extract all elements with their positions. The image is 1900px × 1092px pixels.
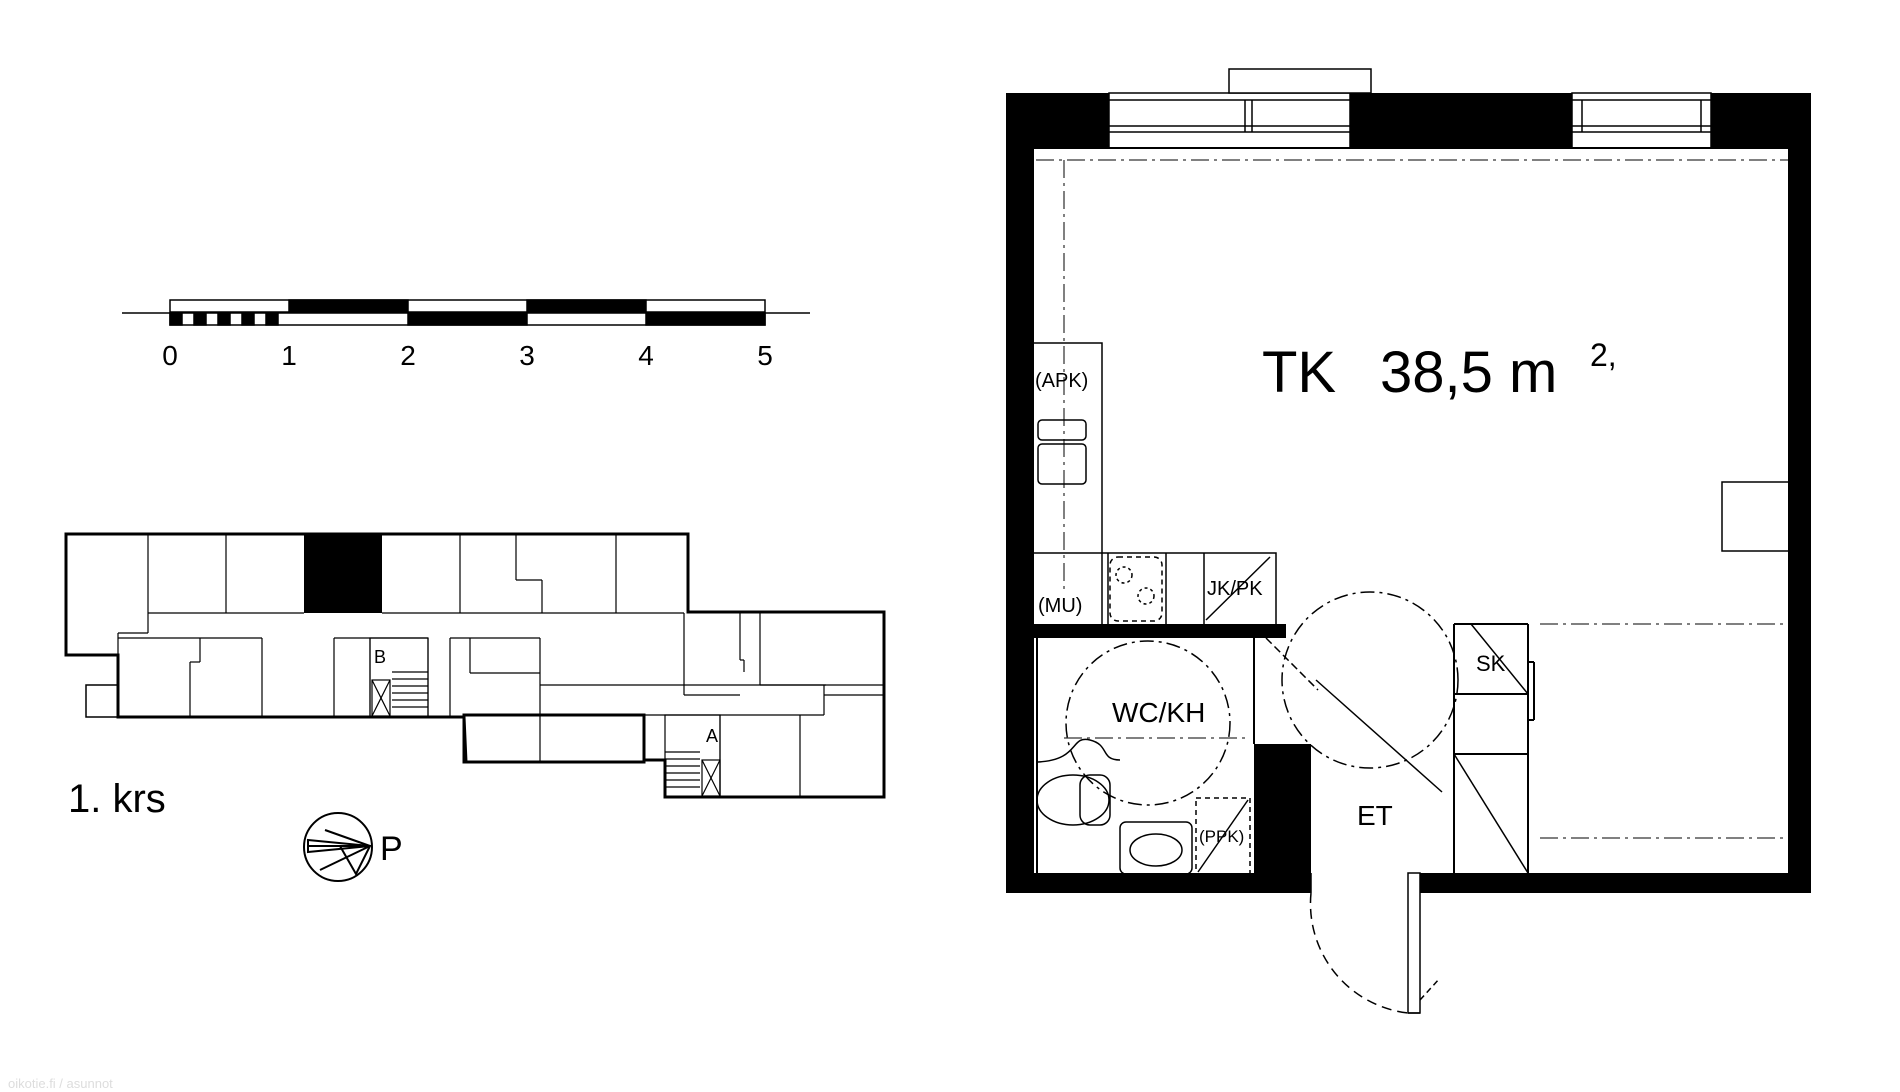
east-wing <box>644 612 884 797</box>
scale-label-1: 1 <box>281 340 297 371</box>
scale-bar-segment <box>526 299 647 313</box>
scale-label-3: 3 <box>519 340 535 371</box>
main-room-label: TK <box>1262 340 1336 405</box>
wall-west <box>1006 93 1033 893</box>
building-key-plan <box>64 532 886 882</box>
scale-bar-check <box>193 312 207 326</box>
wall-south-west <box>1006 873 1311 893</box>
sink-basin-small <box>1037 419 1087 441</box>
wall-bathroom-east-block <box>1254 744 1311 874</box>
key-plan-labels: 1. krs B A P <box>68 647 718 868</box>
scale-bar-segment <box>407 312 528 326</box>
window-west <box>1108 92 1351 149</box>
building-outline-south <box>118 715 646 764</box>
apartment-highlight <box>304 535 382 613</box>
north-arrow <box>303 812 373 882</box>
scale-bar-check <box>169 312 183 326</box>
washing-machine-space <box>1195 797 1251 875</box>
sink-basin-large <box>1037 443 1087 485</box>
closet-diagonal <box>1453 753 1529 874</box>
shower-hose <box>1037 738 1121 763</box>
north-label: P <box>380 830 403 868</box>
cooktop <box>1109 556 1163 622</box>
washbasin-bowl <box>1129 833 1183 867</box>
toilet-bowl <box>1036 774 1110 826</box>
wardrobe-niche <box>1721 481 1790 552</box>
toilet-tank <box>1079 774 1111 826</box>
main-room-area-sup: 2, <box>1590 337 1617 373</box>
floor-label: 1. krs <box>68 777 166 821</box>
entrance-turning-circle <box>1281 591 1459 769</box>
washing-machine-label: (PPK) <box>1199 827 1244 846</box>
dishwasher-label: (APK) <box>1035 370 1088 392</box>
microwave-label: (MU) <box>1038 595 1082 617</box>
building-annex <box>85 684 119 718</box>
scale-bar-segment <box>288 299 409 313</box>
exterior-walls <box>1006 93 1811 893</box>
scale-label-2: 2 <box>400 340 416 371</box>
window-east <box>1571 92 1712 149</box>
closet-label: SK <box>1476 651 1506 676</box>
scale-label-0: 0 <box>162 340 178 371</box>
scale-bar-segment <box>645 312 766 326</box>
north-units <box>117 535 684 717</box>
room-labels: TK 38,5 m 2, (APK) (MU) JK/PK WC/KH (PPK… <box>1035 337 1617 846</box>
balcony-ledge <box>1228 68 1372 94</box>
stair-a <box>664 714 721 798</box>
watermark: oikotie.fi / asunnot <box>8 1076 113 1091</box>
dash-dot-lines <box>1036 159 1789 839</box>
front-door-swing <box>1309 892 1409 1014</box>
bathroom-label: WC/KH <box>1112 697 1205 728</box>
scale-bar <box>122 299 810 326</box>
scale-bar-check <box>265 312 279 326</box>
building-outline <box>64 532 886 799</box>
bathroom-fixtures <box>1036 640 1255 875</box>
wall-south-east <box>1420 873 1811 893</box>
wall-bathroom-north <box>1006 624 1286 638</box>
wall-east <box>1789 93 1811 893</box>
entrance-diagonal <box>1315 679 1443 793</box>
scale-bar-check <box>217 312 231 326</box>
bathroom-turning-circle <box>1065 640 1231 806</box>
stair-a-label: A <box>706 726 718 746</box>
stair-b <box>369 637 429 718</box>
scale-label-4: 4 <box>638 340 654 371</box>
apartment-plan: TK 38,5 m 2, (APK) (MU) JK/PK WC/KH (PPK… <box>1006 68 1811 1014</box>
windows <box>1108 68 1712 149</box>
scale-label-5: 5 <box>757 340 773 371</box>
main-room-area: 38,5 m <box>1380 340 1557 405</box>
scale-bar-labels: 0 1 2 3 4 5 <box>162 340 773 371</box>
entrance-label: ET <box>1357 800 1393 831</box>
wall-north-middle <box>1350 93 1572 148</box>
kitchen-counter <box>1033 342 1790 624</box>
washbasin <box>1119 821 1193 875</box>
fridge-label: JK/PK <box>1207 578 1263 600</box>
entrance-fixtures <box>1265 591 1529 1014</box>
fridge-diagonal <box>1205 556 1271 621</box>
scale-bar-check <box>241 312 255 326</box>
scale-bar-upper-track <box>169 299 766 313</box>
front-door-leaf <box>1407 872 1421 1014</box>
stair-b-label: B <box>374 647 386 667</box>
